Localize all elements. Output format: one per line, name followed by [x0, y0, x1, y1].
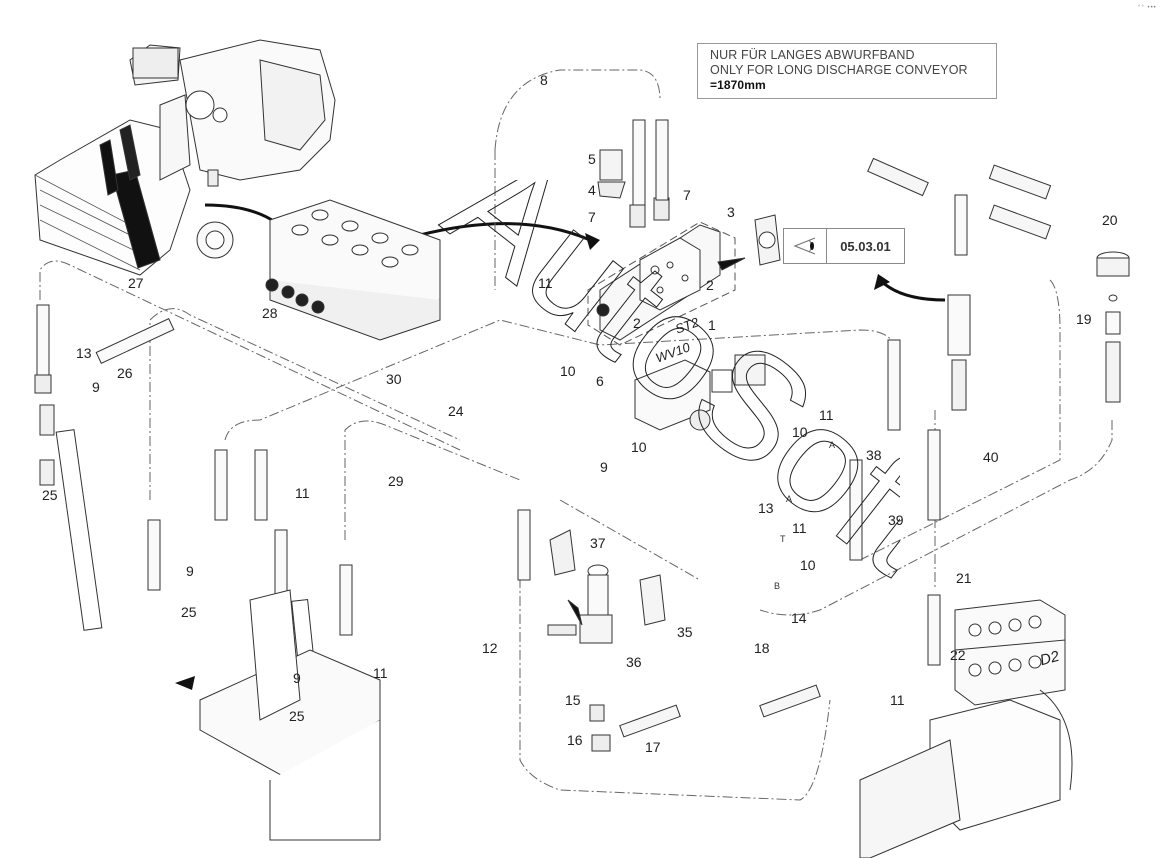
- callout-19[interactable]: 19: [1076, 311, 1092, 327]
- callout-4[interactable]: 4: [588, 182, 596, 198]
- page-reference-box[interactable]: 05.03.01: [783, 228, 905, 264]
- callout-11[interactable]: 11: [890, 692, 905, 708]
- curved-arrow-head: [874, 274, 890, 290]
- callout-3[interactable]: 3: [727, 204, 735, 220]
- part-3-plug: [717, 214, 781, 271]
- main-control-valve-block: [265, 199, 441, 341]
- callout-15[interactable]: 15: [565, 692, 581, 708]
- callout-30[interactable]: 30: [386, 371, 402, 387]
- callout-17[interactable]: 17: [645, 739, 661, 755]
- callout-27[interactable]: 27: [128, 275, 144, 291]
- tee-hose-group: [867, 157, 1052, 411]
- paver-machine-illustration: [34, 39, 336, 276]
- callout-11[interactable]: 11: [819, 407, 834, 423]
- callout-16[interactable]: 16: [567, 732, 583, 748]
- corner-mark: °° •••: [1138, 5, 1157, 11]
- st2-dashed-outline: [587, 221, 736, 346]
- callout-13[interactable]: 13: [758, 500, 774, 516]
- curved-arrow: [878, 278, 946, 302]
- reference-page-number: 05.03.01: [840, 238, 891, 254]
- callout-1[interactable]: 1: [708, 317, 716, 333]
- callout-14[interactable]: 14: [791, 610, 807, 626]
- callout-9[interactable]: 9: [293, 670, 301, 686]
- hose-18: [759, 684, 821, 718]
- callout-39[interactable]: 39: [888, 512, 904, 528]
- callout-2[interactable]: 2: [706, 277, 714, 293]
- note-line-english: ONLY FOR LONG DISCHARGE CONVEYOR: [710, 63, 968, 77]
- callout-10[interactable]: 10: [631, 439, 647, 455]
- leader-arrows: [204, 203, 591, 242]
- callout-35[interactable]: 35: [677, 624, 693, 640]
- callout-2[interactable]: 2: [633, 315, 641, 331]
- callout-36[interactable]: 36: [626, 654, 642, 670]
- hose-routing-lines: [39, 69, 1113, 801]
- port-label-t: T: [780, 534, 786, 544]
- callout-25[interactable]: 25: [42, 487, 58, 503]
- part-20-filler-cap: [1096, 251, 1130, 403]
- arrow-head: [585, 233, 600, 250]
- direction-arrow: [175, 676, 195, 690]
- callout-8[interactable]: 8: [540, 72, 548, 88]
- callout-11[interactable]: 11: [373, 665, 388, 681]
- port-label-a2: A: [786, 494, 793, 504]
- callout-25[interactable]: 25: [181, 604, 197, 620]
- callout-7[interactable]: 7: [588, 209, 596, 225]
- callout-13[interactable]: 13: [76, 345, 92, 361]
- eye-view-icon: [784, 229, 827, 263]
- callout-24[interactable]: 24: [448, 403, 464, 419]
- callout-38[interactable]: 38: [866, 447, 882, 463]
- callout-29[interactable]: 29: [388, 473, 404, 489]
- callout-11[interactable]: 11: [792, 520, 807, 536]
- callout-11[interactable]: 11: [538, 275, 553, 291]
- callout-21[interactable]: 21: [956, 570, 972, 586]
- callout-28[interactable]: 28: [262, 305, 278, 321]
- callout-18[interactable]: 18: [754, 640, 770, 656]
- note-line-dimension: =1870mm: [710, 78, 766, 92]
- callout-9[interactable]: 9: [92, 379, 100, 395]
- callout-7[interactable]: 7: [683, 187, 691, 203]
- callout-22[interactable]: 22: [950, 647, 966, 663]
- callout-10[interactable]: 10: [792, 424, 808, 440]
- note-line-german: NUR FÜR LANGES ABWURFBAND: [710, 48, 915, 62]
- pump-manifold-d2: [859, 599, 1073, 858]
- callout-10[interactable]: 10: [560, 363, 576, 379]
- port-label-a1: A: [829, 440, 836, 450]
- callout-12[interactable]: 12: [482, 640, 498, 656]
- callout-5[interactable]: 5: [588, 151, 596, 167]
- note-long-discharge-conveyor: NUR FÜR LANGES ABWURFBAND ONLY FOR LONG …: [697, 43, 997, 99]
- callout-20[interactable]: 20: [1102, 212, 1118, 228]
- callout-6[interactable]: 6: [596, 373, 604, 389]
- callout-9[interactable]: 9: [186, 563, 194, 579]
- st2-valve-assembly: [596, 119, 721, 341]
- callout-26[interactable]: 26: [117, 365, 133, 381]
- callout-40[interactable]: 40: [983, 449, 999, 465]
- port-label-b: B: [774, 581, 781, 591]
- pressure-valve-36: [547, 529, 681, 752]
- callout-37[interactable]: 37: [590, 535, 606, 551]
- callout-11[interactable]: 11: [295, 485, 310, 501]
- callout-10[interactable]: 10: [800, 557, 816, 573]
- left-hoses: [34, 304, 941, 666]
- callout-25[interactable]: 25: [289, 708, 305, 724]
- callout-9[interactable]: 9: [600, 459, 608, 475]
- wv10-valve: [634, 354, 766, 431]
- mounting-bracket: [199, 589, 381, 841]
